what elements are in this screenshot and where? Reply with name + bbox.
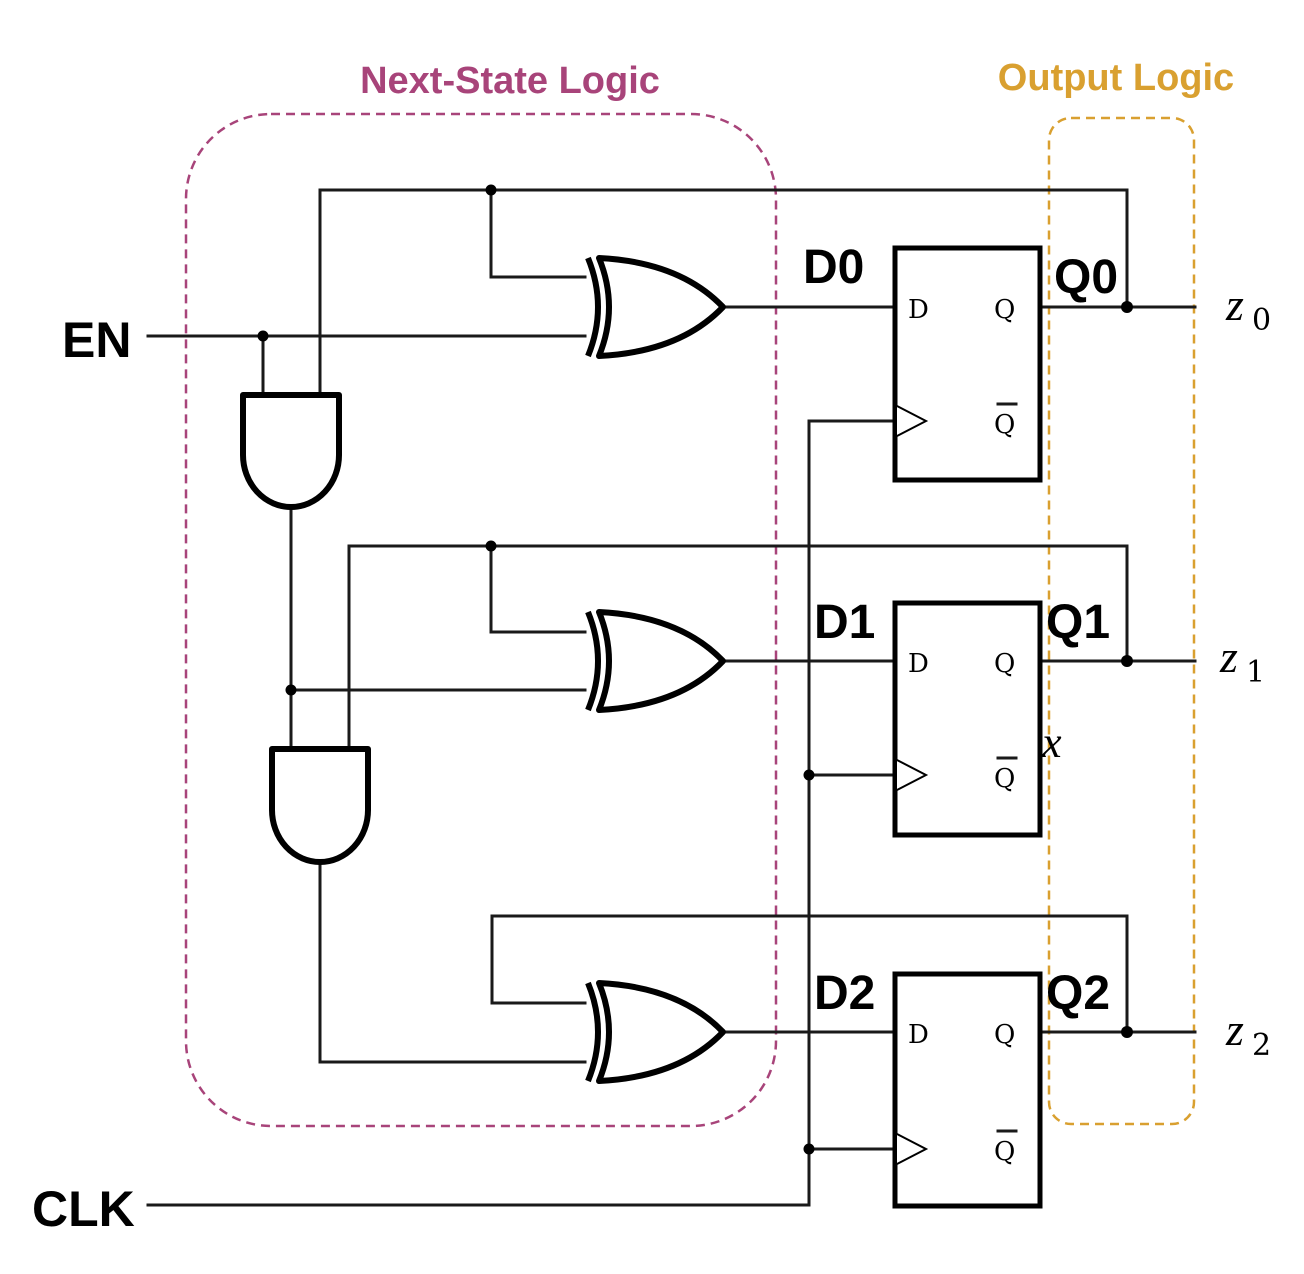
output-z1: z 1 [1219, 631, 1265, 690]
q0-label: Q0 [1054, 251, 1118, 304]
q2-label: Q2 [1046, 967, 1110, 1020]
output-logic-title: Output Logic [998, 57, 1234, 99]
output-z2: z 2 [1225, 1004, 1271, 1063]
d2-label: D2 [814, 967, 875, 1020]
next-state-logic-region [184, 112, 778, 1128]
svg-text:z: z [1219, 631, 1238, 682]
d0-label: D0 [803, 241, 864, 294]
ff2-q-pin: Q [994, 1020, 1015, 1050]
flip-flop-2: D Q Q [892, 971, 1043, 1209]
ff0-qbar-pin: Q [994, 410, 1015, 440]
ff1-q-pin: Q [994, 649, 1015, 679]
ff0-d-pin: D [908, 295, 929, 325]
svg-text:1: 1 [1246, 655, 1265, 690]
svg-text:2: 2 [1252, 1028, 1271, 1063]
x-label: x [1041, 718, 1062, 767]
svg-text:z: z [1225, 1004, 1244, 1055]
q1-label: Q1 [1046, 596, 1110, 649]
xor-gate-2 [585, 980, 726, 1084]
flip-flop-1: D Q Q [892, 600, 1043, 838]
output-z0: z 0 [1225, 279, 1271, 338]
and-gate-2 [269, 746, 371, 865]
d1-label: D1 [814, 596, 875, 649]
ff1-qbar-pin: Q [994, 764, 1015, 794]
wires [146, 188, 1197, 1207]
svg-text:z: z [1225, 279, 1244, 330]
next-state-logic-title: Next-State Logic [360, 60, 660, 102]
ff2-qbar-pin: Q [994, 1137, 1015, 1167]
and-gate-1 [240, 392, 342, 510]
xor-gate-0 [585, 255, 726, 359]
flip-flop-0: D Q Q [892, 245, 1043, 483]
ff2-d-pin: D [908, 1020, 929, 1050]
xor-gate-1 [585, 609, 726, 713]
ff0-q-pin: Q [994, 295, 1015, 325]
svg-text:0: 0 [1252, 303, 1271, 338]
clk-label: CLK [32, 1181, 135, 1237]
en-label: EN [62, 312, 131, 368]
output-logic-region [1047, 116, 1196, 1126]
ff1-d-pin: D [908, 649, 929, 679]
junction-dots [257, 184, 1133, 1155]
